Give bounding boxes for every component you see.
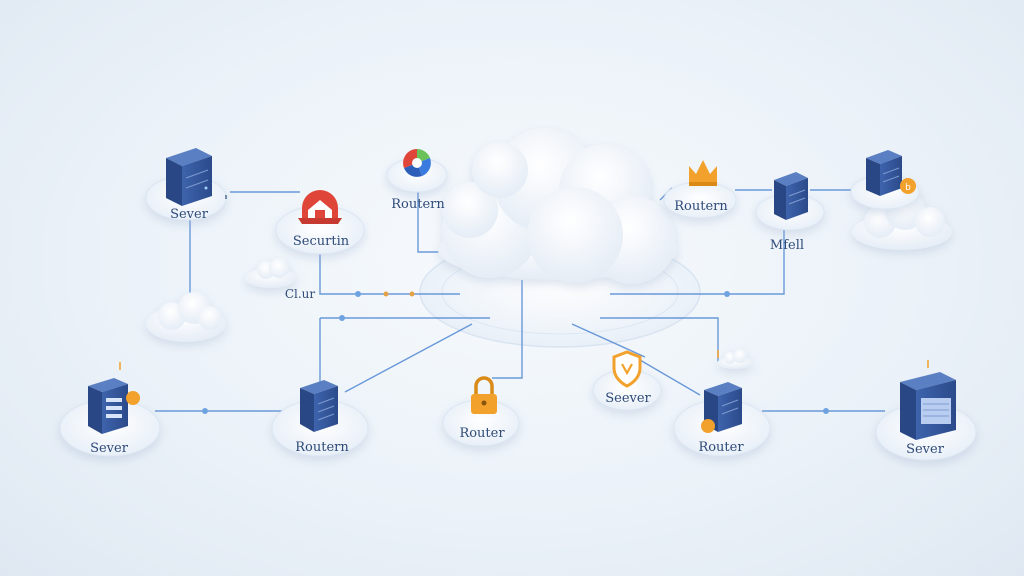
server-rack-icon xyxy=(774,172,808,220)
node-label: Router xyxy=(459,426,505,441)
node-label: Routern xyxy=(674,199,728,214)
link-center-right xyxy=(610,218,785,295)
server-rack-icon xyxy=(701,382,742,433)
padlock-icon xyxy=(471,376,497,414)
connection-dots xyxy=(202,291,829,414)
server-rack-icon xyxy=(88,378,140,434)
link-shield-center xyxy=(571,323,646,358)
node-label: Seever xyxy=(605,391,651,406)
node-label: Securtin xyxy=(292,234,350,249)
link-router-br-center xyxy=(639,359,701,396)
node-label: Router xyxy=(698,440,744,455)
cloud-tiny-right xyxy=(717,349,753,369)
node-label: Sever xyxy=(170,207,208,222)
server-rack-icon xyxy=(300,380,338,432)
node-label: Mfell xyxy=(769,238,805,253)
security-gateway-icon xyxy=(298,190,342,224)
link-right-mid xyxy=(600,317,719,362)
cloud-icon xyxy=(146,190,952,369)
server-rack-icon xyxy=(900,372,956,440)
server-rack-icon xyxy=(166,148,212,206)
crown-icon xyxy=(689,160,717,186)
link-routern-tc xyxy=(417,185,440,253)
server-rack-icon: b xyxy=(866,150,916,196)
cloud-tiny-left xyxy=(245,258,297,288)
link-routern-center xyxy=(344,323,473,393)
central-cloud-icon xyxy=(438,128,678,284)
node-label: Cl.ur xyxy=(284,287,316,301)
shield-icon xyxy=(612,350,642,388)
color-wheel-icon xyxy=(403,149,431,177)
cloud-small-left xyxy=(146,292,226,342)
node-label: Routern xyxy=(391,197,445,212)
node-label: Sever xyxy=(90,441,128,456)
svg-text:b: b xyxy=(905,183,911,193)
connection-lines xyxy=(155,185,885,412)
cloud-right xyxy=(852,190,952,250)
link-lock-center xyxy=(492,280,523,379)
node-label: Routern xyxy=(295,440,349,455)
node-label: Sever xyxy=(906,442,944,457)
